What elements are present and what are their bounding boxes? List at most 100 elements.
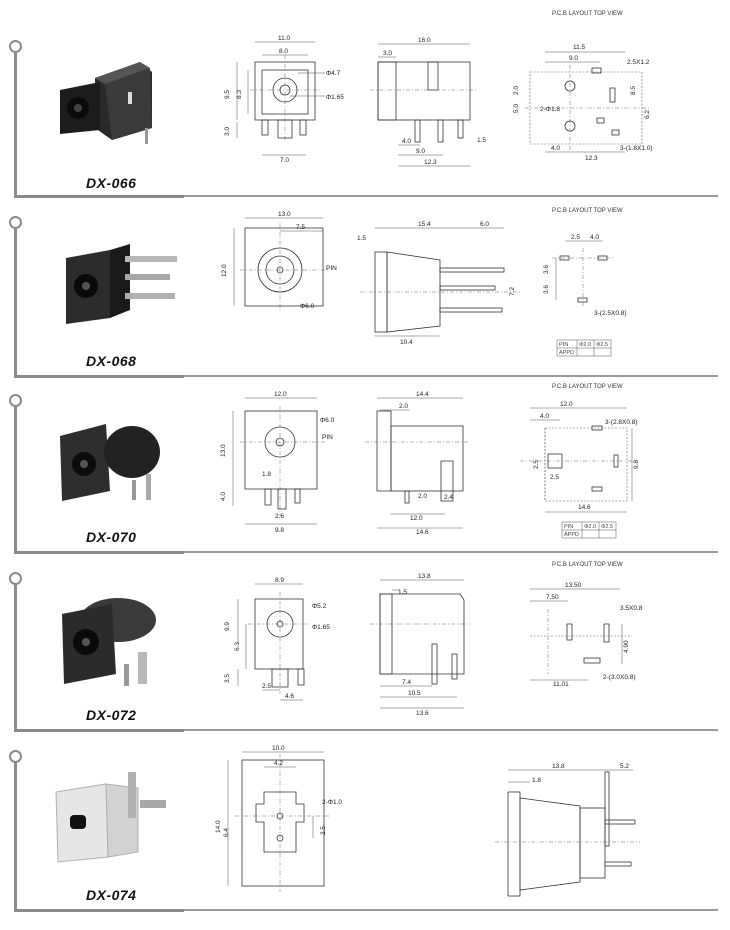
dim-label: 1.5 <box>398 589 407 596</box>
dx074-front-labels: 10.0 4.2 14.0 6.4 2.5 2-Φ1.0 <box>215 745 342 837</box>
dim-label: 13.8 <box>418 573 431 580</box>
dim-label: 13.0 <box>278 211 291 218</box>
product-section-dx074: DX-074 10.0 4.2 14.0 6.4 2.5 2-Φ1.0 <box>0 712 730 912</box>
frame-left-line <box>14 222 17 377</box>
pin-table-dx068: PIN Φ2.0 Φ2.5 APPD <box>556 339 612 357</box>
dim-label: 1.8 <box>262 471 271 478</box>
model-label: DX-066 <box>86 175 137 191</box>
pin-table-cell: APPD <box>564 532 579 538</box>
dim-label: 3.6 <box>543 285 550 294</box>
pin-table-cell: PIN <box>559 342 568 348</box>
dx074-front-view <box>227 751 330 892</box>
dx066-front-view <box>236 41 325 156</box>
dim-label: 2.0 <box>399 403 408 410</box>
dx074-side-labels: 13.8 1.8 5.2 <box>532 763 629 784</box>
connector-render-dx068 <box>66 244 177 324</box>
dim-label: 2.5X1.2 <box>627 59 650 66</box>
dim-label: 14.4 <box>416 391 429 398</box>
frame-bottom-line <box>14 551 184 554</box>
connector-render-dx072 <box>62 598 156 686</box>
dx072-front-labels: 8.9 9.9 6.3 3.5 2.5 4.6 Φ5.2 Φ1.65 <box>224 577 330 700</box>
dim-label: 12.3 <box>424 159 437 166</box>
dim-label: 16.0 <box>418 37 431 44</box>
dim-label: 1.5 <box>477 137 486 144</box>
model-label: DX-070 <box>86 529 137 545</box>
dim-label: 2.0 <box>418 493 427 500</box>
frame-left-line <box>14 578 17 731</box>
frame-pin-icon <box>9 750 22 763</box>
frame-left-line <box>14 45 17 197</box>
dim-label: 3-(1.8X1.0) <box>620 145 653 152</box>
dim-label: 2-Φ1.8 <box>540 106 560 113</box>
dim-label: 5.0 <box>513 104 520 113</box>
dx066-pcb-labels: 11.5 9.0 2.5X1.2 2-Φ1.8 3-(1.8X1.0) 8.5 … <box>513 44 653 162</box>
connector-render-dx070 <box>60 424 160 501</box>
dim-label: 4.6 <box>285 693 294 700</box>
dim-label: 2.5 <box>262 683 271 690</box>
dim-label: 2.6 <box>275 513 284 520</box>
dx072-side-labels: 13.8 1.5 7.4 10.5 13.6 <box>398 573 431 717</box>
dim-label: 8.3 <box>236 90 243 99</box>
dim-label: 4.0 <box>402 138 411 145</box>
dim-label: 6.2 <box>644 110 651 119</box>
dx068-side-view <box>360 227 520 337</box>
dim-label: 4.0 <box>540 413 549 420</box>
dim-label: 9.0 <box>569 55 578 62</box>
dim-label: 11.5 <box>573 44 586 51</box>
dim-label: 12.0 <box>274 391 287 398</box>
product-section-dx068: DX-068 13.0 7.5 12.0 PIN Φ6.0 <box>0 178 730 378</box>
dim-label: Φ1.65 <box>326 94 344 101</box>
frame-bottom-line <box>14 195 184 198</box>
frame-right-line <box>184 551 718 553</box>
connector-render-dx074 <box>55 772 166 863</box>
dim-label: 2.0 <box>513 86 520 95</box>
dx066-front-labels: 11.0 8.0 9.5 8.3 3.0 7.0 Φ4.7 Φ1.65 <box>224 35 344 164</box>
dim-label: PIN <box>322 434 333 441</box>
pcb-heading: P.C.B LAYOUT TOP VIEW <box>552 384 623 390</box>
dim-label: Φ1.65 <box>312 624 330 631</box>
dx072-3d-image <box>62 598 156 686</box>
frame-left-line <box>14 400 17 553</box>
dim-label: 13.6 <box>416 710 429 717</box>
dim-label: 9.8 <box>633 460 640 469</box>
dx072-pcb-layout <box>530 588 632 681</box>
dim-label: 3-(2.5X0.8) <box>594 310 627 317</box>
dim-label: 3.5X0.8 <box>620 605 643 612</box>
dim-label: 14.6 <box>416 529 429 536</box>
pin-table-cell: Φ2.5 <box>596 342 608 348</box>
connector-render-dx066 <box>60 62 152 144</box>
dim-label: 12.0 <box>560 401 573 408</box>
product-section-dx066: DX-066 11.0 8.0 <box>0 0 730 198</box>
dim-label: 12.0 <box>410 515 423 522</box>
dim-label: 4.0 <box>551 145 560 152</box>
dim-label: 14.0 <box>215 820 222 833</box>
dx070-side-view <box>365 397 470 529</box>
frame-right-line <box>184 729 718 731</box>
dx072-side-view <box>370 579 470 709</box>
frame-right-line <box>184 195 718 197</box>
dim-label: 2.5 <box>320 826 327 835</box>
dx068-side-labels: 1.5 15.4 6.0 10.4 7.2 <box>357 221 516 346</box>
dim-label: 2-Φ1.0 <box>322 799 342 806</box>
dx068-front-view <box>233 217 330 313</box>
dim-label: 12.3 <box>585 155 598 162</box>
dim-label: 3.5 <box>224 674 231 683</box>
dx070-pcb-labels: 12.0 4.0 3-(2.8X0.8) 2.5 2.5 9.8 14.6 <box>533 401 640 511</box>
dim-label: 2.5 <box>533 460 540 469</box>
dim-label: 3.0 <box>383 50 392 57</box>
dx072-front-view <box>237 583 310 701</box>
dim-label: 1.8 <box>532 777 541 784</box>
frame-bottom-line <box>14 909 184 912</box>
dim-label: 15.4 <box>418 221 431 228</box>
pin-table-cell: Φ2.0 <box>584 524 596 530</box>
dim-label: 9.8 <box>275 527 284 534</box>
dim-label: 3-(2.8X0.8) <box>605 419 638 426</box>
dx066-side-view <box>370 43 478 167</box>
dim-label: 6.4 <box>223 828 230 837</box>
dim-label: 7.4 <box>402 679 411 686</box>
dim-label: 10.0 <box>272 745 285 752</box>
dim-label: 14.6 <box>578 504 591 511</box>
dx068-pcb-labels: 2.5 4.0 3.6 3.6 3-(2.5X0.8) <box>543 234 627 317</box>
dim-label: 13.0 <box>220 444 227 457</box>
dim-label: 6.3 <box>234 642 241 651</box>
